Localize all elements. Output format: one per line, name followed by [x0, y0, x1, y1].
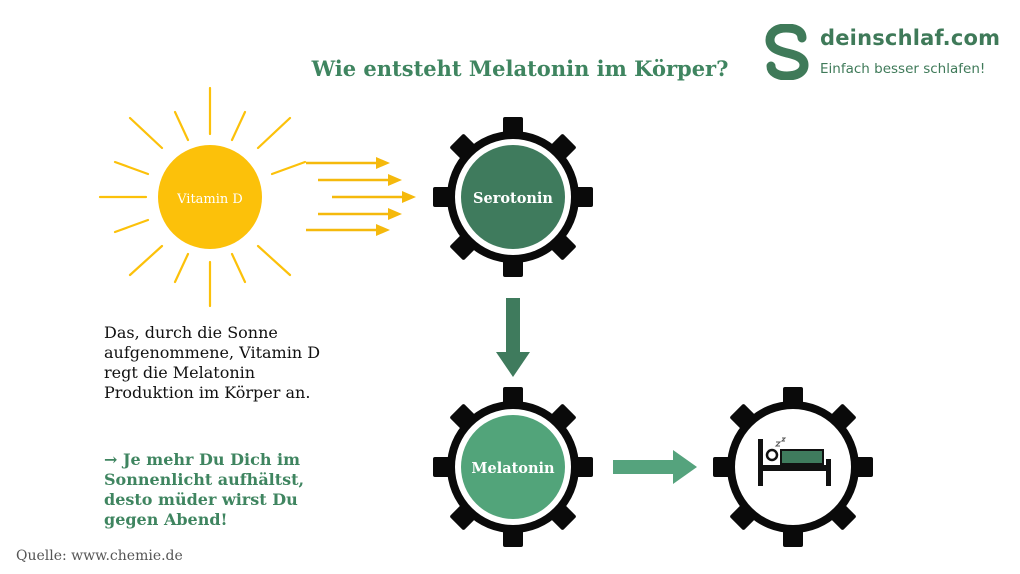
serotonin-circle	[461, 145, 565, 249]
gear-tooth	[450, 134, 479, 163]
gear-tooth	[503, 387, 523, 409]
gear-tooth	[547, 501, 576, 530]
gear-tooth	[547, 231, 576, 260]
bed-sleep-icon	[758, 437, 831, 486]
gear-tooth	[851, 457, 873, 477]
s-logo-icon	[765, 24, 809, 80]
source-note: Quelle: www.chemie.de	[16, 548, 183, 564]
sunlight-arrows	[306, 157, 416, 236]
gear-tooth	[503, 525, 523, 547]
gear-tooth	[730, 404, 759, 433]
gear-tooth	[783, 525, 803, 547]
sun-circle	[158, 145, 262, 249]
gear-tooth	[450, 501, 479, 530]
gear-tooth	[433, 457, 455, 477]
gear-tooth	[503, 255, 523, 277]
melatonin-label: Melatonin	[471, 460, 555, 477]
brand-tagline: Einfach besser schlafen!	[820, 61, 986, 77]
gear-tooth	[450, 404, 479, 433]
gear-tooth	[783, 387, 803, 409]
page-title: Wie entsteht Melatonin im Körper?	[311, 56, 729, 81]
gear-tooth	[503, 117, 523, 139]
gear-tooth	[730, 501, 759, 530]
gear-tooth	[571, 187, 593, 207]
gear-tooth	[433, 187, 455, 207]
description-text: Das, durch die Sonne aufgenommene, Vitam…	[104, 323, 321, 402]
sun-label: Vitamin D	[176, 192, 243, 207]
brand-name: deinschlaf.com	[820, 26, 1001, 50]
melatonin-circle	[461, 415, 565, 519]
gear-tooth	[571, 457, 593, 477]
sun-rays	[98, 86, 307, 308]
gear-tooth	[827, 501, 856, 530]
brand-logo[interactable]: deinschlaf.com Einfach besser schlafen!	[762, 24, 1012, 84]
gear-tooth	[450, 231, 479, 260]
right-arrow	[613, 450, 697, 484]
down-arrow	[496, 298, 530, 377]
gear-tooth	[827, 404, 856, 433]
serotonin-label: Serotonin	[473, 190, 553, 207]
gear-tooth	[547, 404, 576, 433]
gear-tooth	[547, 134, 576, 163]
highlight-text: → Je mehr Du Dich im Sonnenlicht aufhält…	[104, 450, 305, 529]
gear-tooth	[713, 457, 735, 477]
